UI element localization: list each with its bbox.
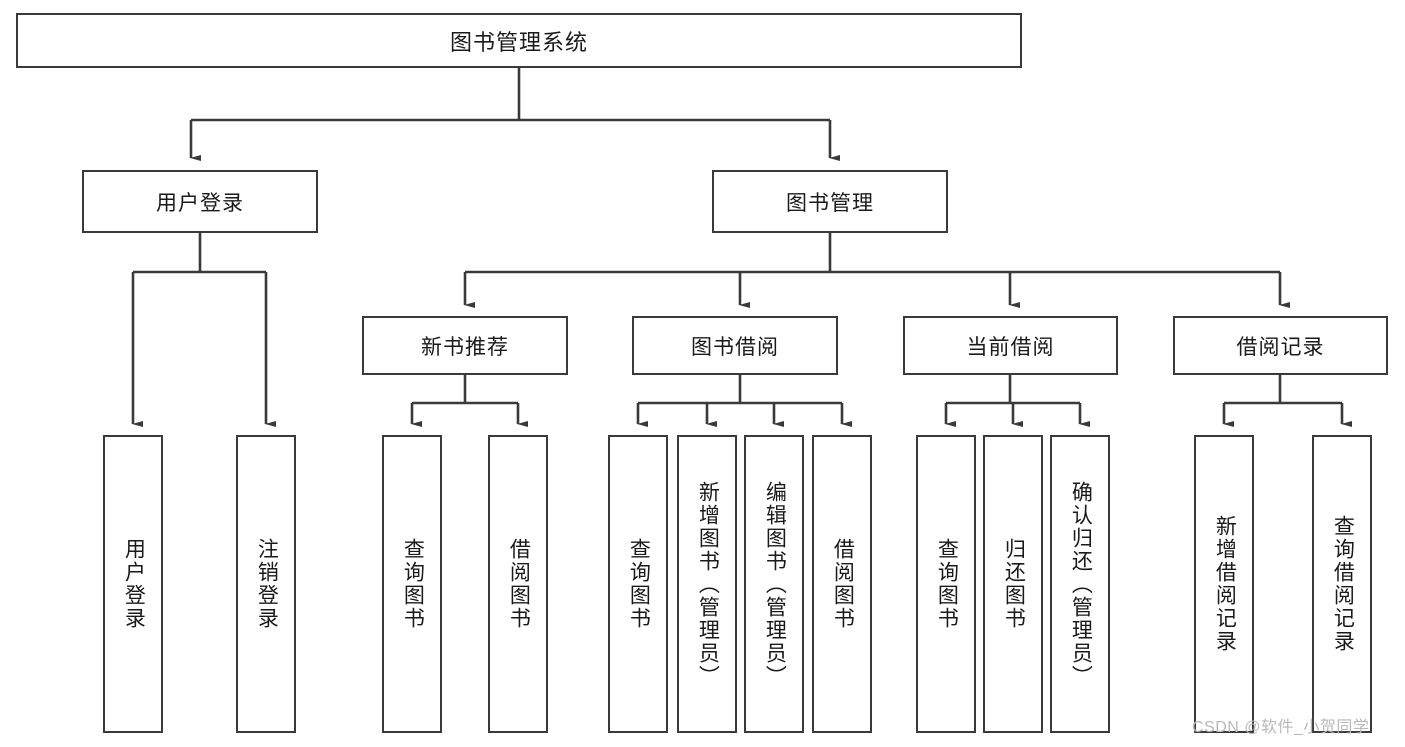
node-label: 查询图书 xyxy=(401,538,425,630)
watermark-text: CSDN @软件_小贺同学 xyxy=(1192,719,1370,736)
leaf-user-login-login[interactable]: 用户登录 xyxy=(103,435,163,733)
node-label: 归还图书 xyxy=(1002,538,1026,630)
node-book-management[interactable]: 图书管理 xyxy=(712,170,948,233)
node-label: 注销登录 xyxy=(255,538,279,630)
leaf-book-borrow-edit-book-admin[interactable]: 编辑图书（管理员） xyxy=(744,435,804,733)
node-label: 查询图书 xyxy=(627,538,651,630)
leaf-book-borrow-add-book-admin[interactable]: 新增图书（管理员） xyxy=(677,435,737,733)
leaf-borrow-record-query-record[interactable]: 查询借阅记录 xyxy=(1312,435,1372,733)
node-label: 新书推荐 xyxy=(421,335,509,359)
node-label: 借阅图书 xyxy=(507,538,531,630)
node-book-borrow[interactable]: 图书借阅 xyxy=(632,316,838,375)
node-label: 新增图书（管理员） xyxy=(696,480,720,688)
leaf-current-borrow-return-book[interactable]: 归还图书 xyxy=(983,435,1043,733)
leaf-book-borrow-query-book[interactable]: 查询图书 xyxy=(608,435,668,733)
node-label: 图书借阅 xyxy=(691,335,779,359)
node-new-book-recommend[interactable]: 新书推荐 xyxy=(362,316,568,375)
node-label: 用户登录 xyxy=(122,538,146,630)
node-label: 查询图书 xyxy=(935,538,959,630)
node-label: 当前借阅 xyxy=(966,335,1055,359)
node-root-library-system[interactable]: 图书管理系统 xyxy=(16,13,1022,68)
node-label: 新增借阅记录 xyxy=(1213,515,1237,653)
node-label: 用户登录 xyxy=(156,191,244,215)
leaf-book-borrow-borrow-book[interactable]: 借阅图书 xyxy=(812,435,872,733)
leaf-user-login-logout[interactable]: 注销登录 xyxy=(236,435,296,733)
node-label: 编辑图书（管理员） xyxy=(763,480,787,688)
node-label: 借阅记录 xyxy=(1236,335,1325,359)
node-label: 借阅图书 xyxy=(831,538,855,630)
leaf-current-borrow-confirm-return-admin[interactable]: 确认归还（管理员） xyxy=(1050,435,1110,733)
node-label: 图书管理 xyxy=(786,191,874,215)
node-current-borrow[interactable]: 当前借阅 xyxy=(903,316,1118,375)
node-label: 图书管理系统 xyxy=(449,29,588,55)
leaf-new-book-borrow-book[interactable]: 借阅图书 xyxy=(488,435,548,733)
node-label: 确认归还（管理员） xyxy=(1069,480,1093,688)
node-label: 查询借阅记录 xyxy=(1331,515,1355,653)
node-user-login[interactable]: 用户登录 xyxy=(82,170,318,233)
leaf-current-borrow-query-book[interactable]: 查询图书 xyxy=(916,435,976,733)
leaf-borrow-record-add-record[interactable]: 新增借阅记录 xyxy=(1194,435,1254,733)
leaf-new-book-query-book[interactable]: 查询图书 xyxy=(382,435,442,733)
node-borrow-record[interactable]: 借阅记录 xyxy=(1173,316,1388,375)
